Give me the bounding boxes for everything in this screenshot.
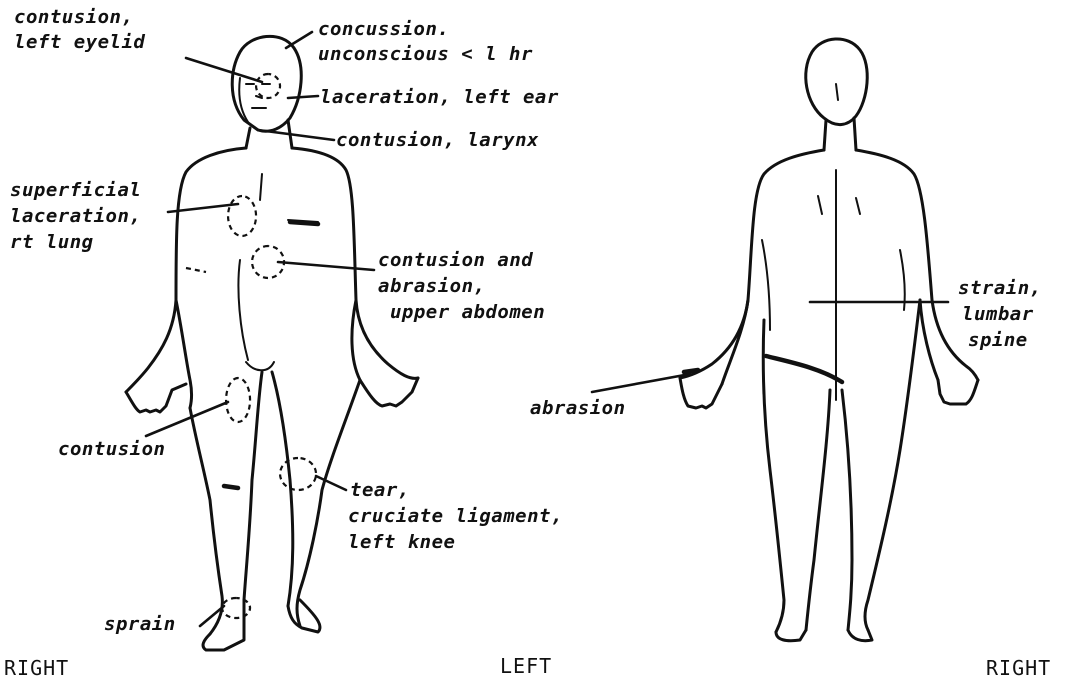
concussion-label: concussion. unconscious < l hr — [318, 18, 533, 65]
back-body-figure — [680, 39, 978, 641]
front-face-detail — [239, 78, 270, 122]
front-left-foot — [288, 600, 320, 632]
concussion-leader — [286, 32, 312, 48]
knee-injury-circle — [280, 458, 316, 490]
ear-label: laceration, left ear — [320, 86, 559, 108]
thigh-injury-circle — [226, 378, 250, 422]
eyelid-leader — [186, 58, 262, 82]
knee-label: tear, cruciate ligament, left knee — [348, 479, 575, 553]
back-legs-outline — [763, 300, 920, 632]
side-labels: RIGHT LEFT RIGHT — [4, 654, 1051, 680]
side-injury-circle — [186, 268, 206, 272]
back-left-hand — [938, 380, 978, 404]
ankle-injury-circle — [222, 598, 250, 618]
front-legs-outline — [190, 380, 360, 634]
back-hand-mark — [684, 370, 698, 372]
back-head-outline — [806, 39, 867, 125]
back-torso-outline — [680, 150, 978, 380]
knee-leader — [316, 476, 346, 490]
hand-abrasion-leader — [592, 374, 690, 392]
ear-leader — [288, 96, 318, 98]
abdomen-leader — [278, 262, 374, 270]
front-left-hand — [360, 378, 418, 406]
front-legs-inner — [244, 372, 293, 606]
abdomen-label: contusion and abrasion, upper abdomen — [378, 249, 545, 323]
front-right-arm-inner — [176, 300, 192, 408]
front-shin-mark — [224, 486, 238, 488]
ankle-label: sprain — [104, 613, 176, 635]
back-feet — [776, 630, 872, 641]
back-detail — [762, 84, 905, 400]
buttock-mark — [766, 356, 842, 382]
back-right-side-label: RIGHT — [986, 656, 1051, 680]
injury-labels: contusion, left eyelid concussion. uncon… — [10, 6, 1054, 635]
left-side-label: LEFT — [500, 654, 552, 678]
front-upper-abdomen-mark — [290, 222, 318, 224]
back-right-hand — [680, 378, 722, 408]
back-legs-inner — [806, 390, 852, 630]
thigh-label: contusion — [58, 438, 165, 460]
thigh-leader — [146, 402, 228, 436]
back-arms-inner — [722, 300, 938, 384]
larynx-leader — [258, 130, 334, 140]
larynx-label: contusion, larynx — [336, 129, 539, 151]
lung-label: superficial laceration, rt lung — [10, 179, 153, 253]
lumbar-label: strain, lumbar spine — [958, 277, 1054, 351]
eyelid-injury-circle — [256, 74, 280, 98]
front-chest-detail — [238, 174, 318, 370]
hand-abrasion-label: abrasion — [530, 397, 626, 419]
front-right-hand — [126, 384, 186, 412]
lung-injury-circle — [228, 196, 256, 236]
front-right-side-label: RIGHT — [4, 656, 69, 680]
eyelid-label: contusion, left eyelid — [14, 6, 145, 53]
